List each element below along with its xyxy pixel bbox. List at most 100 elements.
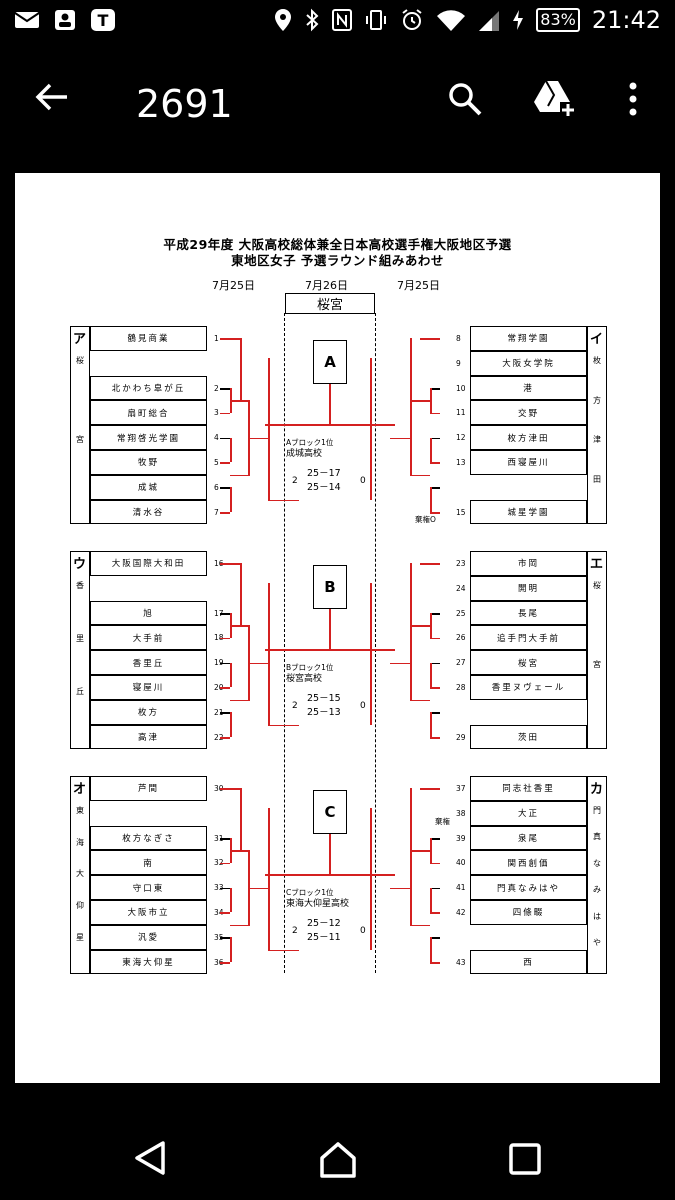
group-letter-ka: カ xyxy=(590,782,604,797)
team-number: 28 xyxy=(456,683,466,692)
team-name: 寝屋川 xyxy=(90,675,207,700)
bracket-line xyxy=(430,437,440,440)
team-number: 16 xyxy=(214,559,224,568)
team-name: 追手門大手前 xyxy=(470,625,587,651)
more-options-icon[interactable] xyxy=(628,82,638,116)
team-name: 西寝屋川 xyxy=(470,450,587,475)
team-name: 市岡 xyxy=(470,551,587,576)
nfc-icon xyxy=(332,9,353,31)
team-number: 41 xyxy=(456,883,466,893)
team-name: 西 xyxy=(470,949,587,975)
team-name: 茨田 xyxy=(470,724,587,750)
block-winner-label: Bブロック1位 xyxy=(286,663,334,672)
team-name: 大阪市立 xyxy=(90,900,207,925)
bracket-line-advance xyxy=(220,462,230,464)
group-letter-a: ア xyxy=(73,332,87,347)
document-page: 平成29年度 大阪高校総体兼全日本高校選手権大阪地区予選 東地区女子 予選ラウン… xyxy=(15,173,660,1083)
bracket-line-advance xyxy=(248,850,250,925)
group-name-char: 田 xyxy=(593,474,601,484)
block-letter-box: A xyxy=(313,340,347,384)
team-name: 大手前 xyxy=(90,625,207,651)
team-name: 守口東 xyxy=(90,875,207,900)
bracket-line-advance xyxy=(430,662,432,688)
team-number: 32 xyxy=(214,858,224,868)
set-score-1: 25－12 xyxy=(307,918,341,929)
bracket-line-advance xyxy=(420,338,440,340)
bracket-line-advance xyxy=(230,437,232,463)
set-score-1: 25－17 xyxy=(307,468,341,479)
group-name-char: や xyxy=(593,938,601,947)
bracket-line-advance xyxy=(265,424,395,426)
bracket-line-advance xyxy=(265,649,395,651)
add-to-drive-icon[interactable] xyxy=(532,78,576,118)
block-letter-box: B xyxy=(313,565,347,609)
set-score-left: 2 xyxy=(292,476,298,486)
bracket-line-advance xyxy=(410,625,430,627)
group-name-char: は xyxy=(593,911,601,921)
team-name: 南 xyxy=(90,850,207,876)
bracket-line-advance xyxy=(250,887,270,890)
team-name: 関西創価 xyxy=(470,850,587,876)
set-score-2: 25－13 xyxy=(307,707,341,718)
bracket-line xyxy=(430,712,440,714)
doc-title-line2: 東地区女子 予選ラウンド組みあわせ xyxy=(231,253,444,268)
group-name-char: 東 xyxy=(76,806,84,815)
bracket-line xyxy=(220,388,230,390)
bracket-line-advance xyxy=(268,499,299,502)
bracket-line-advance xyxy=(220,338,240,340)
bracket-line-advance xyxy=(430,512,440,514)
team-number: 42 xyxy=(456,908,466,917)
nav-back-icon[interactable] xyxy=(132,1140,168,1176)
bracket-line-advance xyxy=(220,512,230,514)
forfeit-note: 棄権O xyxy=(415,515,436,524)
team-number: 26 xyxy=(456,633,466,643)
team-number: 43 xyxy=(456,957,466,967)
nav-recents-icon[interactable] xyxy=(508,1142,542,1176)
team-name: 開明 xyxy=(470,575,587,601)
group-name-char: 星 xyxy=(76,932,84,942)
bracket-line xyxy=(220,437,230,440)
team-number: 15 xyxy=(456,507,466,517)
group-header-a xyxy=(70,326,90,525)
navigation-bar xyxy=(0,1110,675,1200)
team-name: 東海大仰星 xyxy=(90,949,207,975)
group-header-o xyxy=(70,776,90,975)
bracket-line-advance xyxy=(230,487,232,512)
team-name: 成城 xyxy=(90,474,207,500)
bracket-line-advance xyxy=(370,583,372,725)
group-name-char: 丘 xyxy=(76,686,84,696)
back-arrow-icon[interactable] xyxy=(34,82,70,112)
team-name: 門真なみはや xyxy=(470,875,587,900)
bracket-line-advance xyxy=(430,637,440,640)
set-score-left: 2 xyxy=(292,926,298,936)
block-winner: 成城高校 xyxy=(286,449,323,459)
date-mid: 7月26日 xyxy=(305,279,348,292)
team-name: 港 xyxy=(470,375,587,401)
bracket-line xyxy=(220,937,230,939)
venue-divider-left xyxy=(284,313,285,973)
set-score-right: 0 xyxy=(360,701,366,711)
bracket-line-advance xyxy=(430,712,432,737)
alarm-icon xyxy=(402,9,422,30)
bracket-line-advance xyxy=(410,563,412,626)
bracket-line-advance xyxy=(220,687,230,689)
bracket-line-advance xyxy=(410,924,430,927)
bracket-line xyxy=(430,887,440,890)
group-name-char: 里 xyxy=(76,633,84,643)
team-number: 40 xyxy=(456,858,466,868)
team-number: 9 xyxy=(456,358,461,368)
bracket-line-advance xyxy=(268,949,299,952)
nav-home-icon[interactable] xyxy=(318,1140,358,1180)
signal-icon xyxy=(479,11,500,31)
bracket-line-advance xyxy=(268,724,299,727)
team-name: 常翔啓光学園 xyxy=(90,425,207,450)
bracket-line xyxy=(220,613,230,615)
team-number: 24 xyxy=(456,583,466,593)
team-number: 29 xyxy=(456,732,466,742)
bracket-line-advance xyxy=(410,474,430,477)
bracket-line-advance xyxy=(410,699,430,702)
team-name: 常翔学園 xyxy=(470,326,587,351)
team-number: 3 xyxy=(214,408,219,418)
bracket-line xyxy=(220,887,230,890)
search-icon[interactable] xyxy=(446,80,484,118)
